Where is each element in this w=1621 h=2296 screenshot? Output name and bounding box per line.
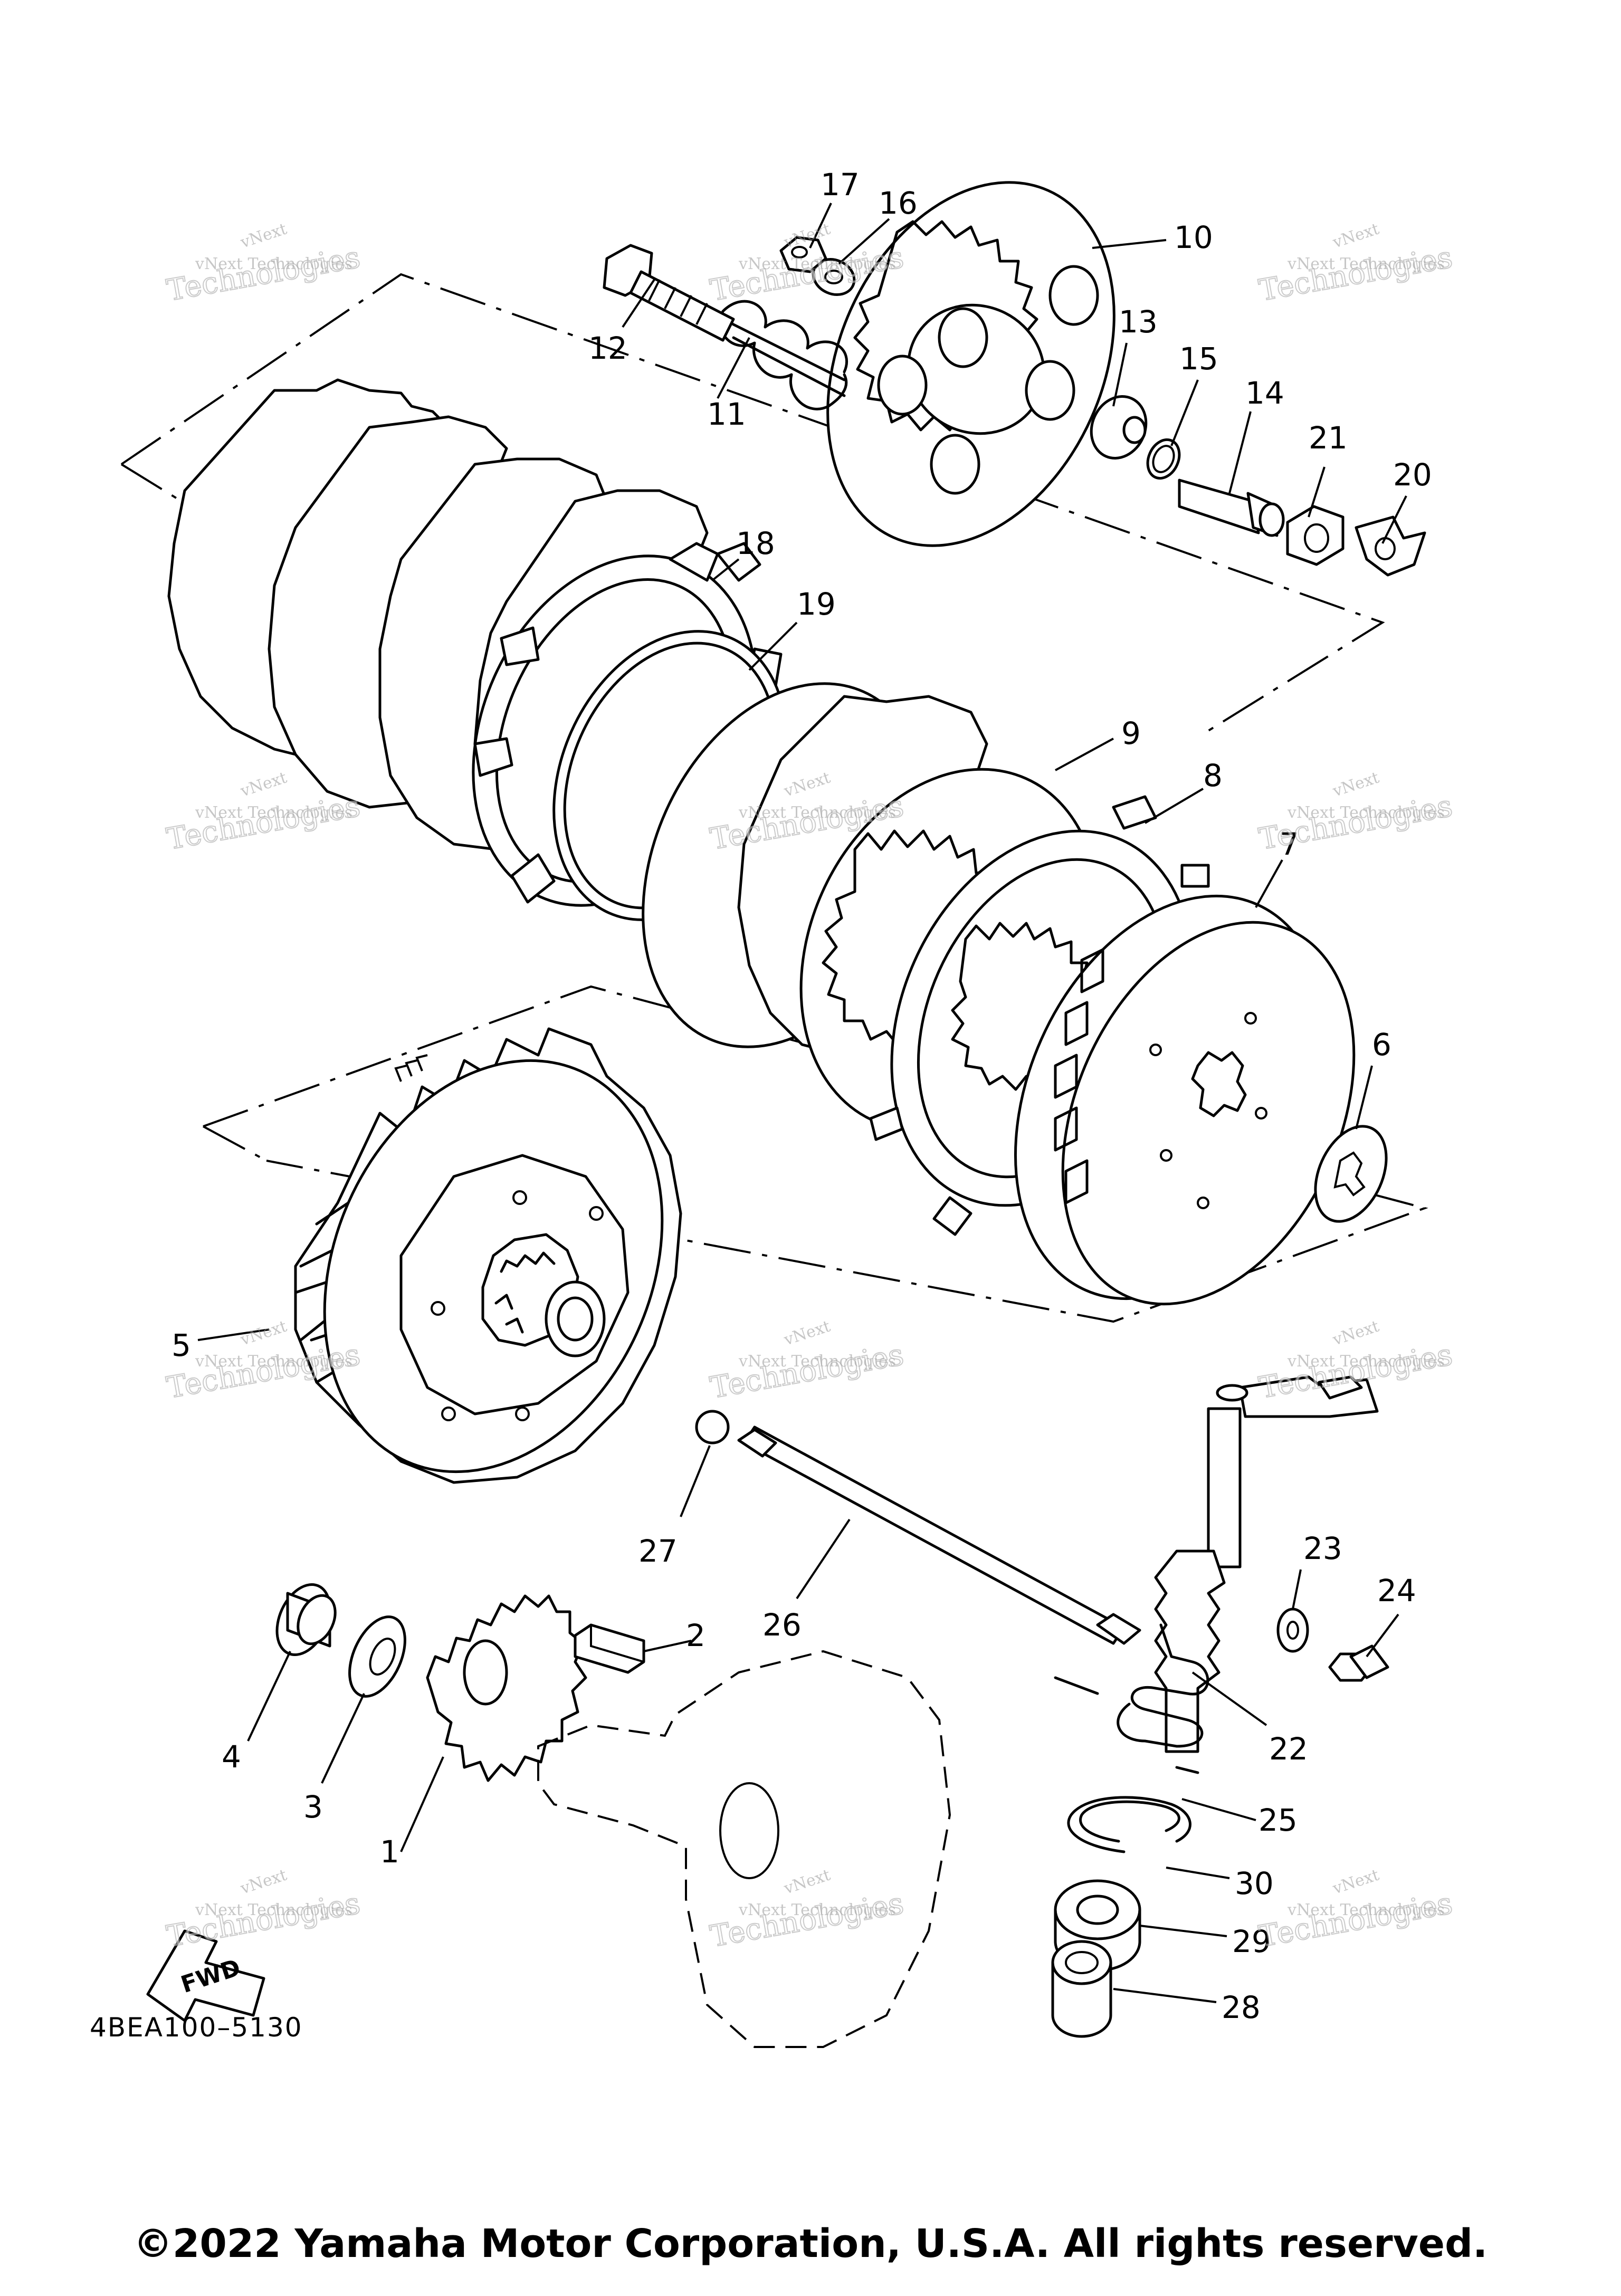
svg-text:Technologies: Technologies bbox=[708, 1337, 906, 1405]
watermark: vNext vNext Technologies Technologies bbox=[164, 220, 363, 309]
svg-text:vNext Technologies: vNext Technologies bbox=[1287, 255, 1445, 273]
primary-drive-gear-1 bbox=[426, 1594, 587, 1782]
key-2 bbox=[574, 1623, 645, 1674]
svg-text:Technologies: Technologies bbox=[1256, 789, 1455, 856]
callout-15: 15 bbox=[1179, 341, 1218, 377]
callout-21: 21 bbox=[1309, 420, 1348, 456]
bolt-12 bbox=[603, 244, 735, 342]
callout-8: 8 bbox=[1203, 758, 1223, 793]
callout-9: 9 bbox=[1121, 715, 1141, 751]
spring-25 bbox=[1054, 1623, 1209, 1774]
svg-text:vNext Technologies: vNext Technologies bbox=[195, 1901, 352, 1919]
svg-text:vNext Technologies: vNext Technologies bbox=[195, 803, 352, 822]
callout-25: 25 bbox=[1258, 1802, 1298, 1838]
seal-4 bbox=[275, 1583, 337, 1657]
callout-16: 16 bbox=[879, 185, 918, 221]
bearing-28 bbox=[1051, 1940, 1112, 2038]
callout-28: 28 bbox=[1222, 1989, 1261, 2025]
watermark: vNext vNext Technologies Technologies bbox=[1256, 769, 1455, 857]
watermark: vNext vNext Technologies Technologies bbox=[707, 1317, 907, 1406]
callout-20: 20 bbox=[1393, 457, 1432, 493]
callout-14: 14 bbox=[1245, 375, 1284, 411]
svg-text:vNext Technologies: vNext Technologies bbox=[1287, 1901, 1445, 1919]
washer-23 bbox=[1276, 1608, 1309, 1653]
callout-4: 4 bbox=[222, 1739, 241, 1775]
callout-24: 24 bbox=[1377, 1573, 1416, 1609]
callout-1: 1 bbox=[380, 1834, 399, 1870]
watermark: vNext vNext Technologies Technologies bbox=[707, 1866, 907, 1955]
svg-text:vNext: vNext bbox=[238, 220, 289, 252]
callout-3: 3 bbox=[303, 1789, 323, 1825]
callout-7: 7 bbox=[1280, 826, 1299, 862]
svg-text:vNext Technologies: vNext Technologies bbox=[195, 255, 352, 273]
svg-text:vNext Technologies: vNext Technologies bbox=[738, 255, 896, 273]
callout-11: 11 bbox=[707, 396, 746, 432]
primary-driven-gear-5 bbox=[294, 1027, 682, 1484]
callout-23: 23 bbox=[1303, 1530, 1342, 1566]
callout-30: 30 bbox=[1235, 1866, 1274, 1901]
svg-text:vNext: vNext bbox=[1330, 1866, 1381, 1898]
leader-lines bbox=[197, 203, 1407, 2003]
crankshaft-outline bbox=[537, 1650, 951, 2048]
svg-text:vNext Technologies: vNext Technologies bbox=[738, 1352, 896, 1371]
svg-text:vNext: vNext bbox=[781, 1317, 833, 1350]
svg-text:Technologies: Technologies bbox=[164, 1886, 363, 1954]
svg-text:vNext: vNext bbox=[238, 769, 289, 801]
svg-text:vNext Technologies: vNext Technologies bbox=[195, 1352, 352, 1371]
watermark: vNext vNext Technologies Technologies bbox=[164, 1866, 363, 1955]
washer-3 bbox=[348, 1615, 406, 1698]
svg-text:vNext: vNext bbox=[1330, 769, 1381, 801]
svg-text:Technologies: Technologies bbox=[1256, 1886, 1455, 1954]
pressure-bearing-13 bbox=[1090, 395, 1148, 460]
svg-text:vNext Technologies: vNext Technologies bbox=[738, 1901, 896, 1919]
callout-26: 26 bbox=[762, 1607, 802, 1643]
callout-10: 10 bbox=[1174, 219, 1213, 255]
callout-6: 6 bbox=[1372, 1027, 1391, 1063]
svg-text:vNext Technologies: vNext Technologies bbox=[1287, 1352, 1445, 1371]
svg-text:vNext Technologies: vNext Technologies bbox=[738, 803, 896, 822]
circlip-15 bbox=[1146, 438, 1181, 480]
callout-19: 19 bbox=[797, 586, 836, 622]
svg-text:vNext: vNext bbox=[1330, 1317, 1381, 1350]
callout-27: 27 bbox=[638, 1533, 678, 1569]
pressure-plate-10 bbox=[826, 181, 1115, 547]
callout-2: 2 bbox=[686, 1618, 705, 1653]
spring-11 bbox=[719, 300, 848, 410]
ball-27 bbox=[695, 1410, 730, 1444]
circlip-30 bbox=[1067, 1796, 1191, 1853]
nut-17 bbox=[779, 236, 827, 273]
bolt-24 bbox=[1328, 1644, 1389, 1682]
push-lever-shaft-22 bbox=[1154, 1375, 1379, 1753]
push-rod-26 bbox=[737, 1426, 1141, 1645]
svg-text:Technologies: Technologies bbox=[708, 1886, 906, 1954]
callout-29: 29 bbox=[1232, 1924, 1271, 1959]
svg-text:vNext: vNext bbox=[1330, 220, 1381, 252]
svg-text:Technologies: Technologies bbox=[164, 240, 363, 308]
push-rod-14 bbox=[1178, 479, 1285, 537]
callout-12: 12 bbox=[588, 330, 627, 366]
watermark: vNext vNext Technologies Technologies bbox=[1256, 220, 1455, 309]
watermark: vNext vNext Technologies Technologies bbox=[1256, 1866, 1455, 1955]
svg-text:vNext Technologies: vNext Technologies bbox=[1287, 803, 1445, 822]
lock-washer-6 bbox=[1314, 1125, 1388, 1223]
callout-17: 17 bbox=[821, 167, 860, 203]
callout-13: 13 bbox=[1119, 304, 1158, 340]
nut-21 bbox=[1286, 505, 1345, 566]
svg-text:vNext: vNext bbox=[238, 1317, 289, 1350]
callout-5: 5 bbox=[171, 1327, 191, 1363]
svg-text:vNext: vNext bbox=[238, 1866, 289, 1898]
svg-text:Technologies: Technologies bbox=[1256, 240, 1455, 308]
clutch-boss-7 bbox=[1014, 894, 1356, 1306]
svg-text:vNext: vNext bbox=[781, 1866, 833, 1898]
callout-22: 22 bbox=[1269, 1731, 1308, 1767]
copyright-notice: ©2022 Yamaha Motor Corporation, U.S.A. A… bbox=[133, 2221, 1488, 2266]
svg-text:Technologies: Technologies bbox=[164, 789, 363, 856]
drawing-code: 4BEA100–5130 bbox=[90, 2012, 303, 2043]
callout-numbers: 17 16 10 12 11 13 15 14 21 20 18 19 9 8 … bbox=[171, 167, 1432, 2025]
callout-18: 18 bbox=[736, 525, 775, 561]
assembly-frame-middle bbox=[203, 985, 1428, 1323]
